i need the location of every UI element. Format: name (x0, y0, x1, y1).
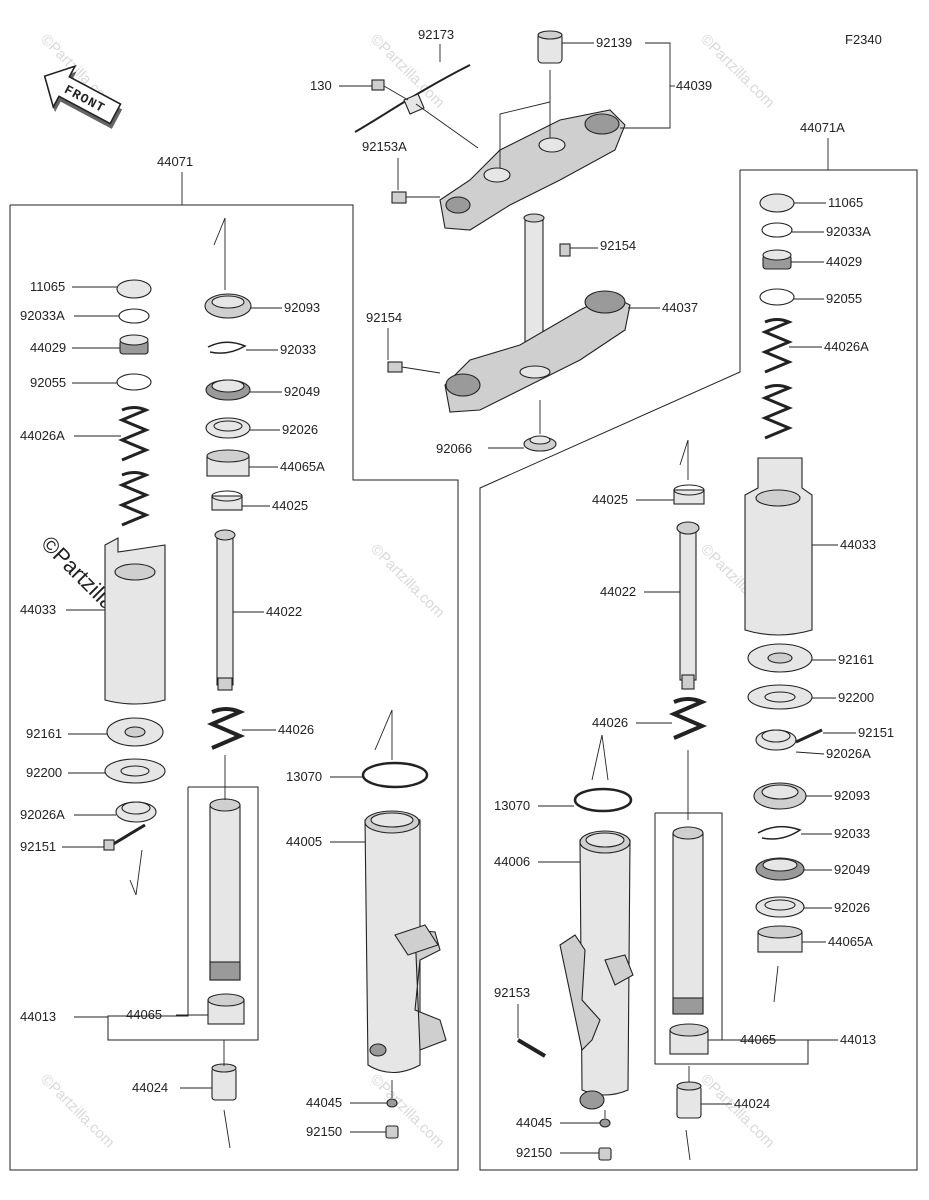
part-label: 44022 (266, 604, 302, 619)
watermark: ©Partzilla.com (367, 541, 448, 622)
right-fork-inner-parts (516, 439, 708, 1161)
diagram-code: F2340 (845, 32, 882, 47)
part-label: 92153 (494, 985, 530, 1000)
part-label: 44045 (306, 1095, 342, 1110)
part-label: 44065A (280, 459, 325, 474)
part-label: 44024 (132, 1080, 168, 1095)
part-label: 44025 (592, 492, 628, 507)
part-label: 92139 (596, 35, 632, 50)
part-label: 44065 (126, 1007, 162, 1022)
part-label: 44022 (600, 584, 636, 599)
part-label: 44013 (20, 1009, 56, 1024)
part-label: 44039 (676, 78, 712, 93)
watermark: ©Partzilla.com (37, 1071, 118, 1152)
part-label: 92093 (834, 788, 870, 803)
part-label: 92066 (436, 441, 472, 456)
part-label: 13070 (286, 769, 322, 784)
part-label: 44026 (278, 722, 314, 737)
part-label: 92150 (516, 1145, 552, 1160)
part-label: 11065 (30, 279, 65, 294)
part-label: 44037 (662, 300, 698, 315)
part-label: 92033A (826, 224, 871, 239)
part-label: 92161 (26, 726, 62, 741)
part-label: 92093 (284, 300, 320, 315)
part-label: 44033 (840, 537, 876, 552)
part-label: 44025 (272, 498, 308, 513)
part-label: 92026 (834, 900, 870, 915)
part-label: 92055 (826, 291, 862, 306)
part-label: 92033 (280, 342, 316, 357)
part-label: 92154 (366, 310, 402, 325)
part-label: 44029 (30, 340, 66, 355)
part-label: 92026A (826, 746, 871, 761)
watermark: ©Partzilla.com (367, 1071, 448, 1152)
right-fork-upper-parts (654, 193, 823, 1161)
part-label: 11065 (828, 195, 863, 210)
part-label: 44024 (734, 1096, 770, 1111)
part-label: 130 (310, 78, 332, 93)
part-label: 13070 (494, 798, 530, 813)
part-label: 44071 (157, 154, 193, 169)
part-label: 44005 (286, 834, 322, 849)
part-label: 92200 (838, 690, 874, 705)
front-arrow: FRONT (43, 64, 123, 129)
part-label: 92151 (858, 725, 894, 740)
left-outer-tube (361, 709, 447, 1139)
part-label: 92161 (838, 652, 874, 667)
part-label: 44029 (826, 254, 862, 269)
part-label: 92055 (30, 375, 66, 390)
part-label: 44006 (494, 854, 530, 869)
part-label: 92154 (600, 238, 636, 253)
left-fork-inner-parts (107, 217, 259, 1149)
part-label: 92153A (362, 139, 407, 154)
part-label: 92200 (26, 765, 62, 780)
part-label: 92033A (20, 308, 65, 323)
part-label: 92026 (282, 422, 318, 437)
part-label: 44071A (800, 120, 845, 135)
part-label: 92033 (834, 826, 870, 841)
part-label: 92026A (20, 807, 65, 822)
part-label: 44065A (828, 934, 873, 949)
left-fork-upper-parts (103, 279, 166, 851)
part-label: 44045 (516, 1115, 552, 1130)
part-label: 92151 (20, 839, 56, 854)
part-label: 44065 (740, 1032, 776, 1047)
part-label: 92049 (284, 384, 320, 399)
part-label: 44013 (840, 1032, 876, 1047)
part-label: 44026 (592, 715, 628, 730)
watermark: ©Partzilla.com (697, 1071, 778, 1152)
part-label: 44026A (20, 428, 65, 443)
part-label: 92150 (306, 1124, 342, 1139)
steering-assembly (354, 30, 631, 452)
part-label: 44033 (20, 602, 56, 617)
watermark: ©Partzilla.com (697, 31, 778, 112)
part-label: 92173 (418, 27, 454, 42)
part-label: 44026A (824, 339, 869, 354)
part-label: 92049 (834, 862, 870, 877)
